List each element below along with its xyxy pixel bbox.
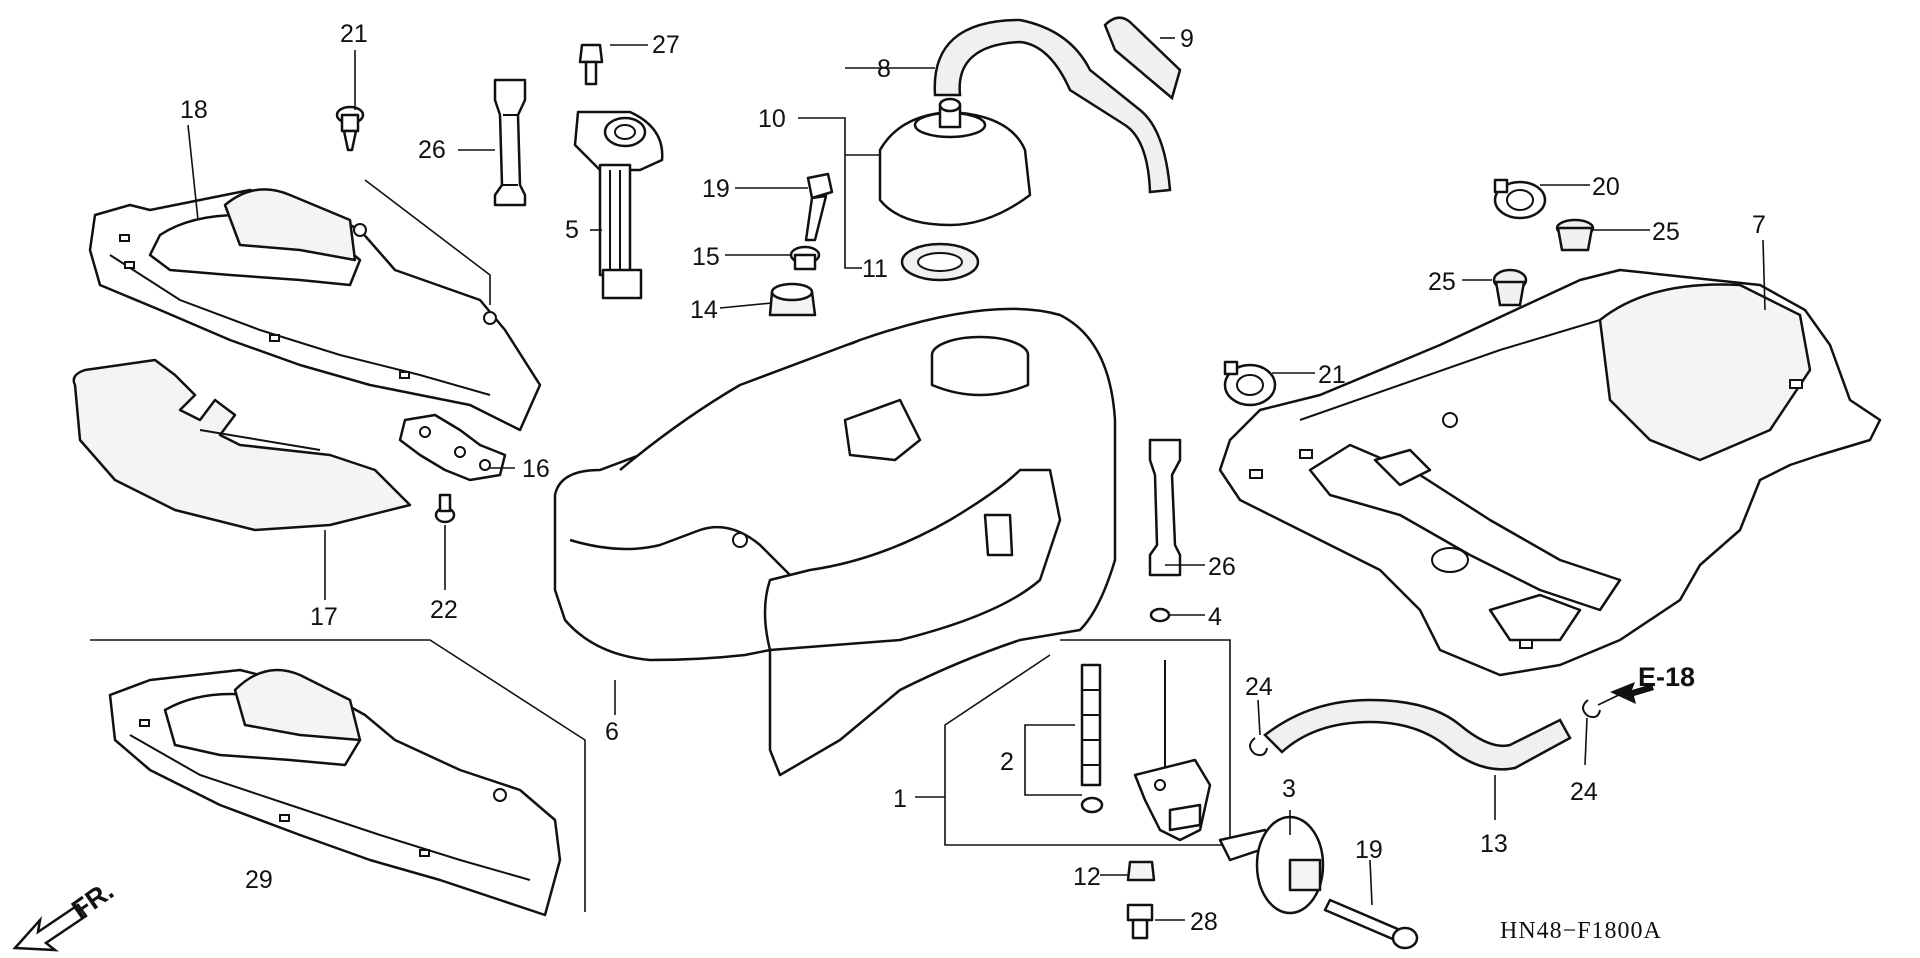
callout-21: 21 <box>340 20 368 48</box>
callout-20: 19 <box>1355 836 1383 864</box>
callout-4: 4 <box>1208 603 1222 631</box>
callout-19: 19 <box>702 175 730 203</box>
callout-29: 29 <box>245 866 273 894</box>
fuel-tank-under-cover[interactable] <box>1218 268 1882 677</box>
callout-27: 27 <box>652 31 680 59</box>
callout-17: 17 <box>310 603 338 631</box>
fuel-hose[interactable] <box>1263 698 1572 771</box>
callout-12: 12 <box>1073 863 1101 891</box>
clip-24-left[interactable] <box>1249 737 1268 757</box>
callout-3: 3 <box>1282 775 1296 803</box>
fuel-valve-group-frame <box>944 639 1231 846</box>
strap-band-lower[interactable] <box>1148 438 1182 577</box>
callout-11: 11 <box>862 255 888 283</box>
cushion-12[interactable] <box>1126 860 1156 882</box>
callout-22-lower: 21 <box>1318 361 1346 389</box>
callout-24-right: 24 <box>1570 778 1598 806</box>
callout-14: 14 <box>690 296 718 324</box>
callout-9: 9 <box>1180 25 1194 53</box>
callout-16: 16 <box>522 455 550 483</box>
drawing-code: HN48−F1800A <box>1500 918 1662 944</box>
collar-15[interactable] <box>789 245 821 271</box>
leader-lines <box>187 37 1766 921</box>
seal-pad[interactable] <box>72 358 412 532</box>
callout-2: 2 <box>1000 748 1014 776</box>
callout-6: 6 <box>605 718 619 746</box>
callout-18: 18 <box>180 96 208 124</box>
bracket[interactable] <box>398 413 507 482</box>
callout-8: 8 <box>877 55 891 83</box>
fuel-valve-cock[interactable] <box>1133 660 1212 842</box>
bolt-27[interactable] <box>578 43 604 86</box>
drain-bolt-28[interactable] <box>1126 903 1154 940</box>
tank-mount-damper[interactable] <box>1218 815 1325 915</box>
grommet-25-lower[interactable] <box>1492 268 1528 307</box>
callout-labels: 21 27 18 26 5 17 22 16 6 29 8 9 10 19 15… <box>180 20 1766 936</box>
callout-5: 5 <box>565 216 579 244</box>
front-cover-lower[interactable] <box>108 668 562 917</box>
callout-22-upper: 20 <box>1592 173 1620 201</box>
front-cover-upper[interactable] <box>88 188 542 432</box>
clamp-22-upper[interactable] <box>1493 178 1547 220</box>
callout-15: 15 <box>692 243 720 271</box>
bolt-19[interactable] <box>804 172 834 242</box>
callout-1: 1 <box>893 785 907 813</box>
fuel-tank[interactable] <box>553 307 1117 777</box>
grommet-25-upper[interactable] <box>1555 218 1595 252</box>
grommet-23[interactable] <box>434 493 456 524</box>
breather-tube-9[interactable] <box>1103 16 1182 101</box>
optional-parts-frame <box>90 639 586 912</box>
callout-23: 22 <box>430 596 458 624</box>
front-direction-indicator: FR. <box>12 875 119 952</box>
callout-25-lower: 25 <box>1428 268 1456 296</box>
reference-e18: E-18 <box>1610 662 1695 704</box>
washer-4[interactable] <box>1149 607 1171 623</box>
reference-label: E-18 <box>1638 662 1695 692</box>
clamp-22-lower[interactable] <box>1223 360 1277 407</box>
clip-24-right[interactable] <box>1582 699 1601 719</box>
fuel-filler-cap[interactable] <box>878 97 1032 227</box>
callout-13: 13 <box>1480 830 1508 858</box>
callout-26-lower: 26 <box>1208 553 1236 581</box>
fuel-strainer[interactable] <box>1080 663 1104 814</box>
callout-26-upper: 26 <box>418 136 446 164</box>
callout-7: 7 <box>1752 211 1766 239</box>
callout-10: 10 <box>758 105 786 133</box>
cap-gasket-11[interactable] <box>900 242 980 282</box>
bolt-20[interactable] <box>1323 898 1419 950</box>
fuel-sender-unit[interactable] <box>573 110 664 300</box>
cushion-14[interactable] <box>768 282 817 317</box>
bolt-21[interactable] <box>335 105 365 152</box>
strap-band-upper[interactable] <box>493 78 527 207</box>
callout-25-upper: 25 <box>1652 218 1680 246</box>
callout-28: 28 <box>1190 908 1218 936</box>
callout-24-left: 24 <box>1245 673 1273 701</box>
breather-tube-8[interactable] <box>933 18 1172 194</box>
